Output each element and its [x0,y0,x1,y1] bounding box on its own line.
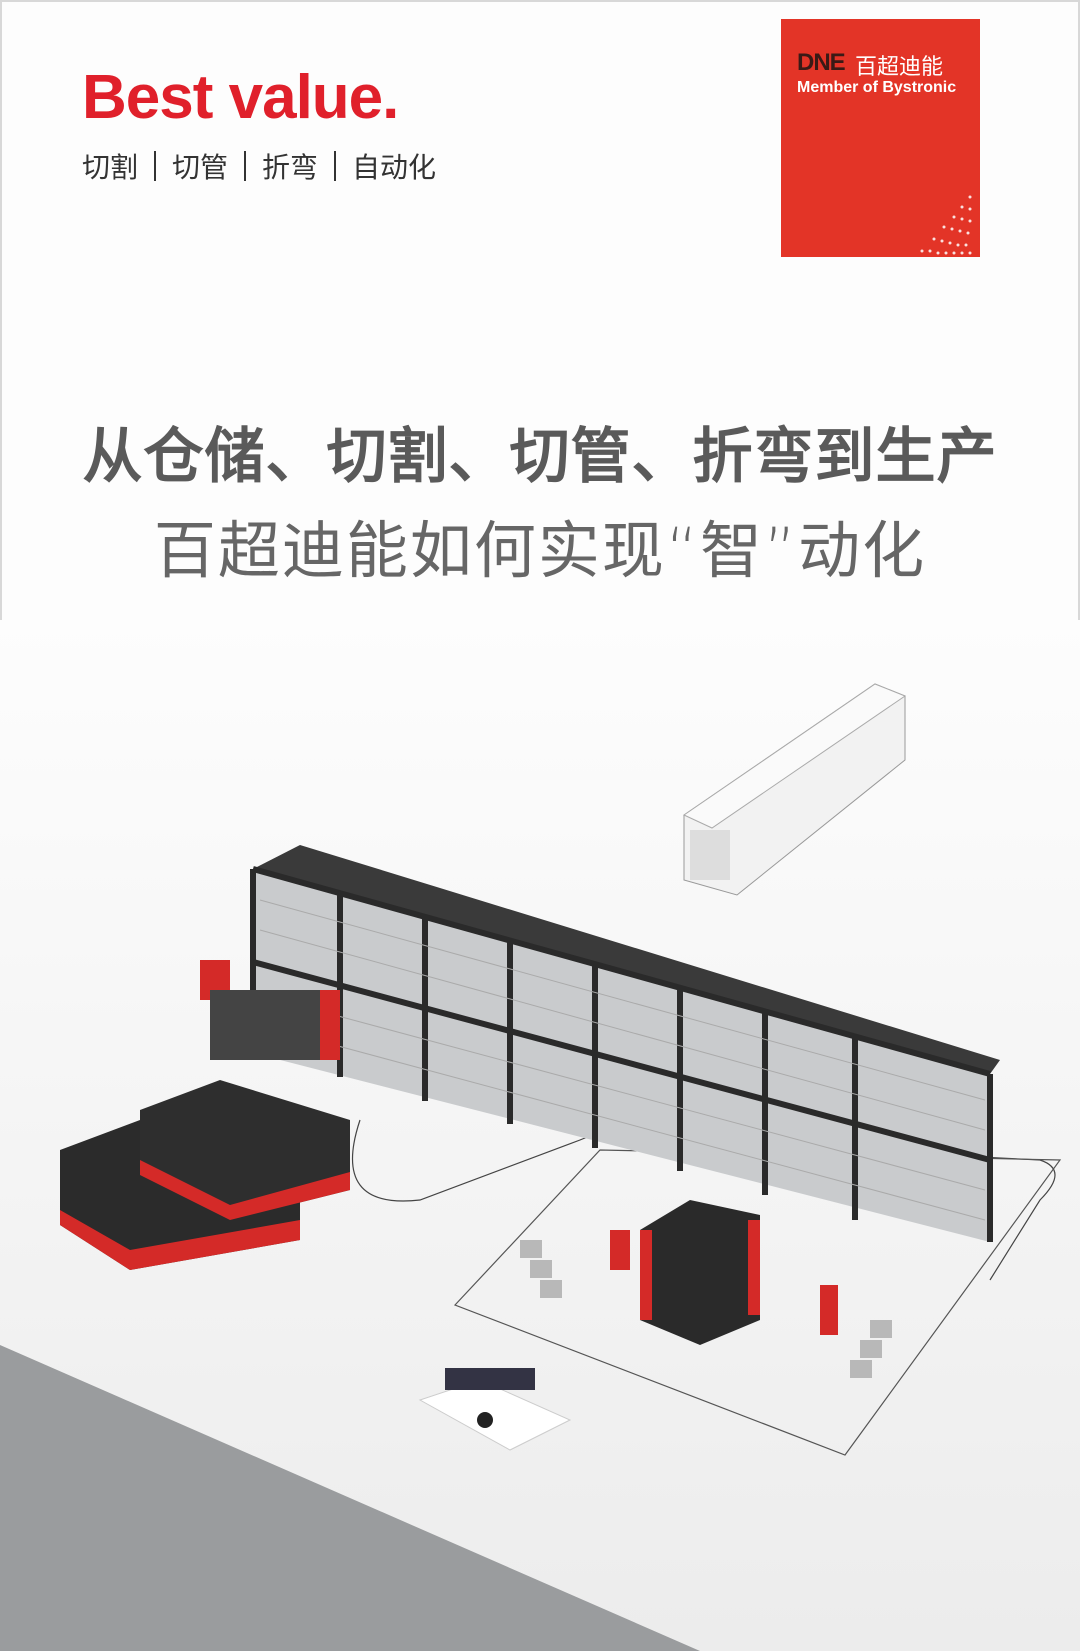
storage-rack [250,845,1000,1242]
tag-cutting: 切割 [82,151,139,184]
dot-pattern-icon [920,195,972,255]
laser-cutting-machines [60,960,350,1270]
company-logo: DNE 百超迪能 Member of Bystronic [781,19,980,257]
tag-bending: 折弯 [262,151,319,184]
tag-tube-cutting: 切管 [172,151,229,184]
headline-line1: 从仓储、切割、切管、折弯到生产 [82,422,998,492]
divider [334,151,337,181]
divider [154,151,157,181]
headline-line2: 百超迪能如何实现“智”动化 [153,514,927,587]
divider [244,151,247,181]
service-tags: 切割 切管 折弯 自动化 [82,146,436,186]
brand-slogan: Best value. [82,63,399,132]
logo-mark: DNE [797,49,846,76]
bending-cell-area [453,1149,1062,1456]
tag-automation: 自动化 [352,151,437,184]
control-station [418,1368,572,1451]
logo-chinese-name: 百超迪能 [855,55,944,80]
press-brake-cells [520,1200,892,1378]
floor-shadow [0,1345,700,1651]
logo-member-text: Member of Bystronic [797,79,957,96]
truck [682,683,907,896]
factory-illustration [0,620,1080,1651]
